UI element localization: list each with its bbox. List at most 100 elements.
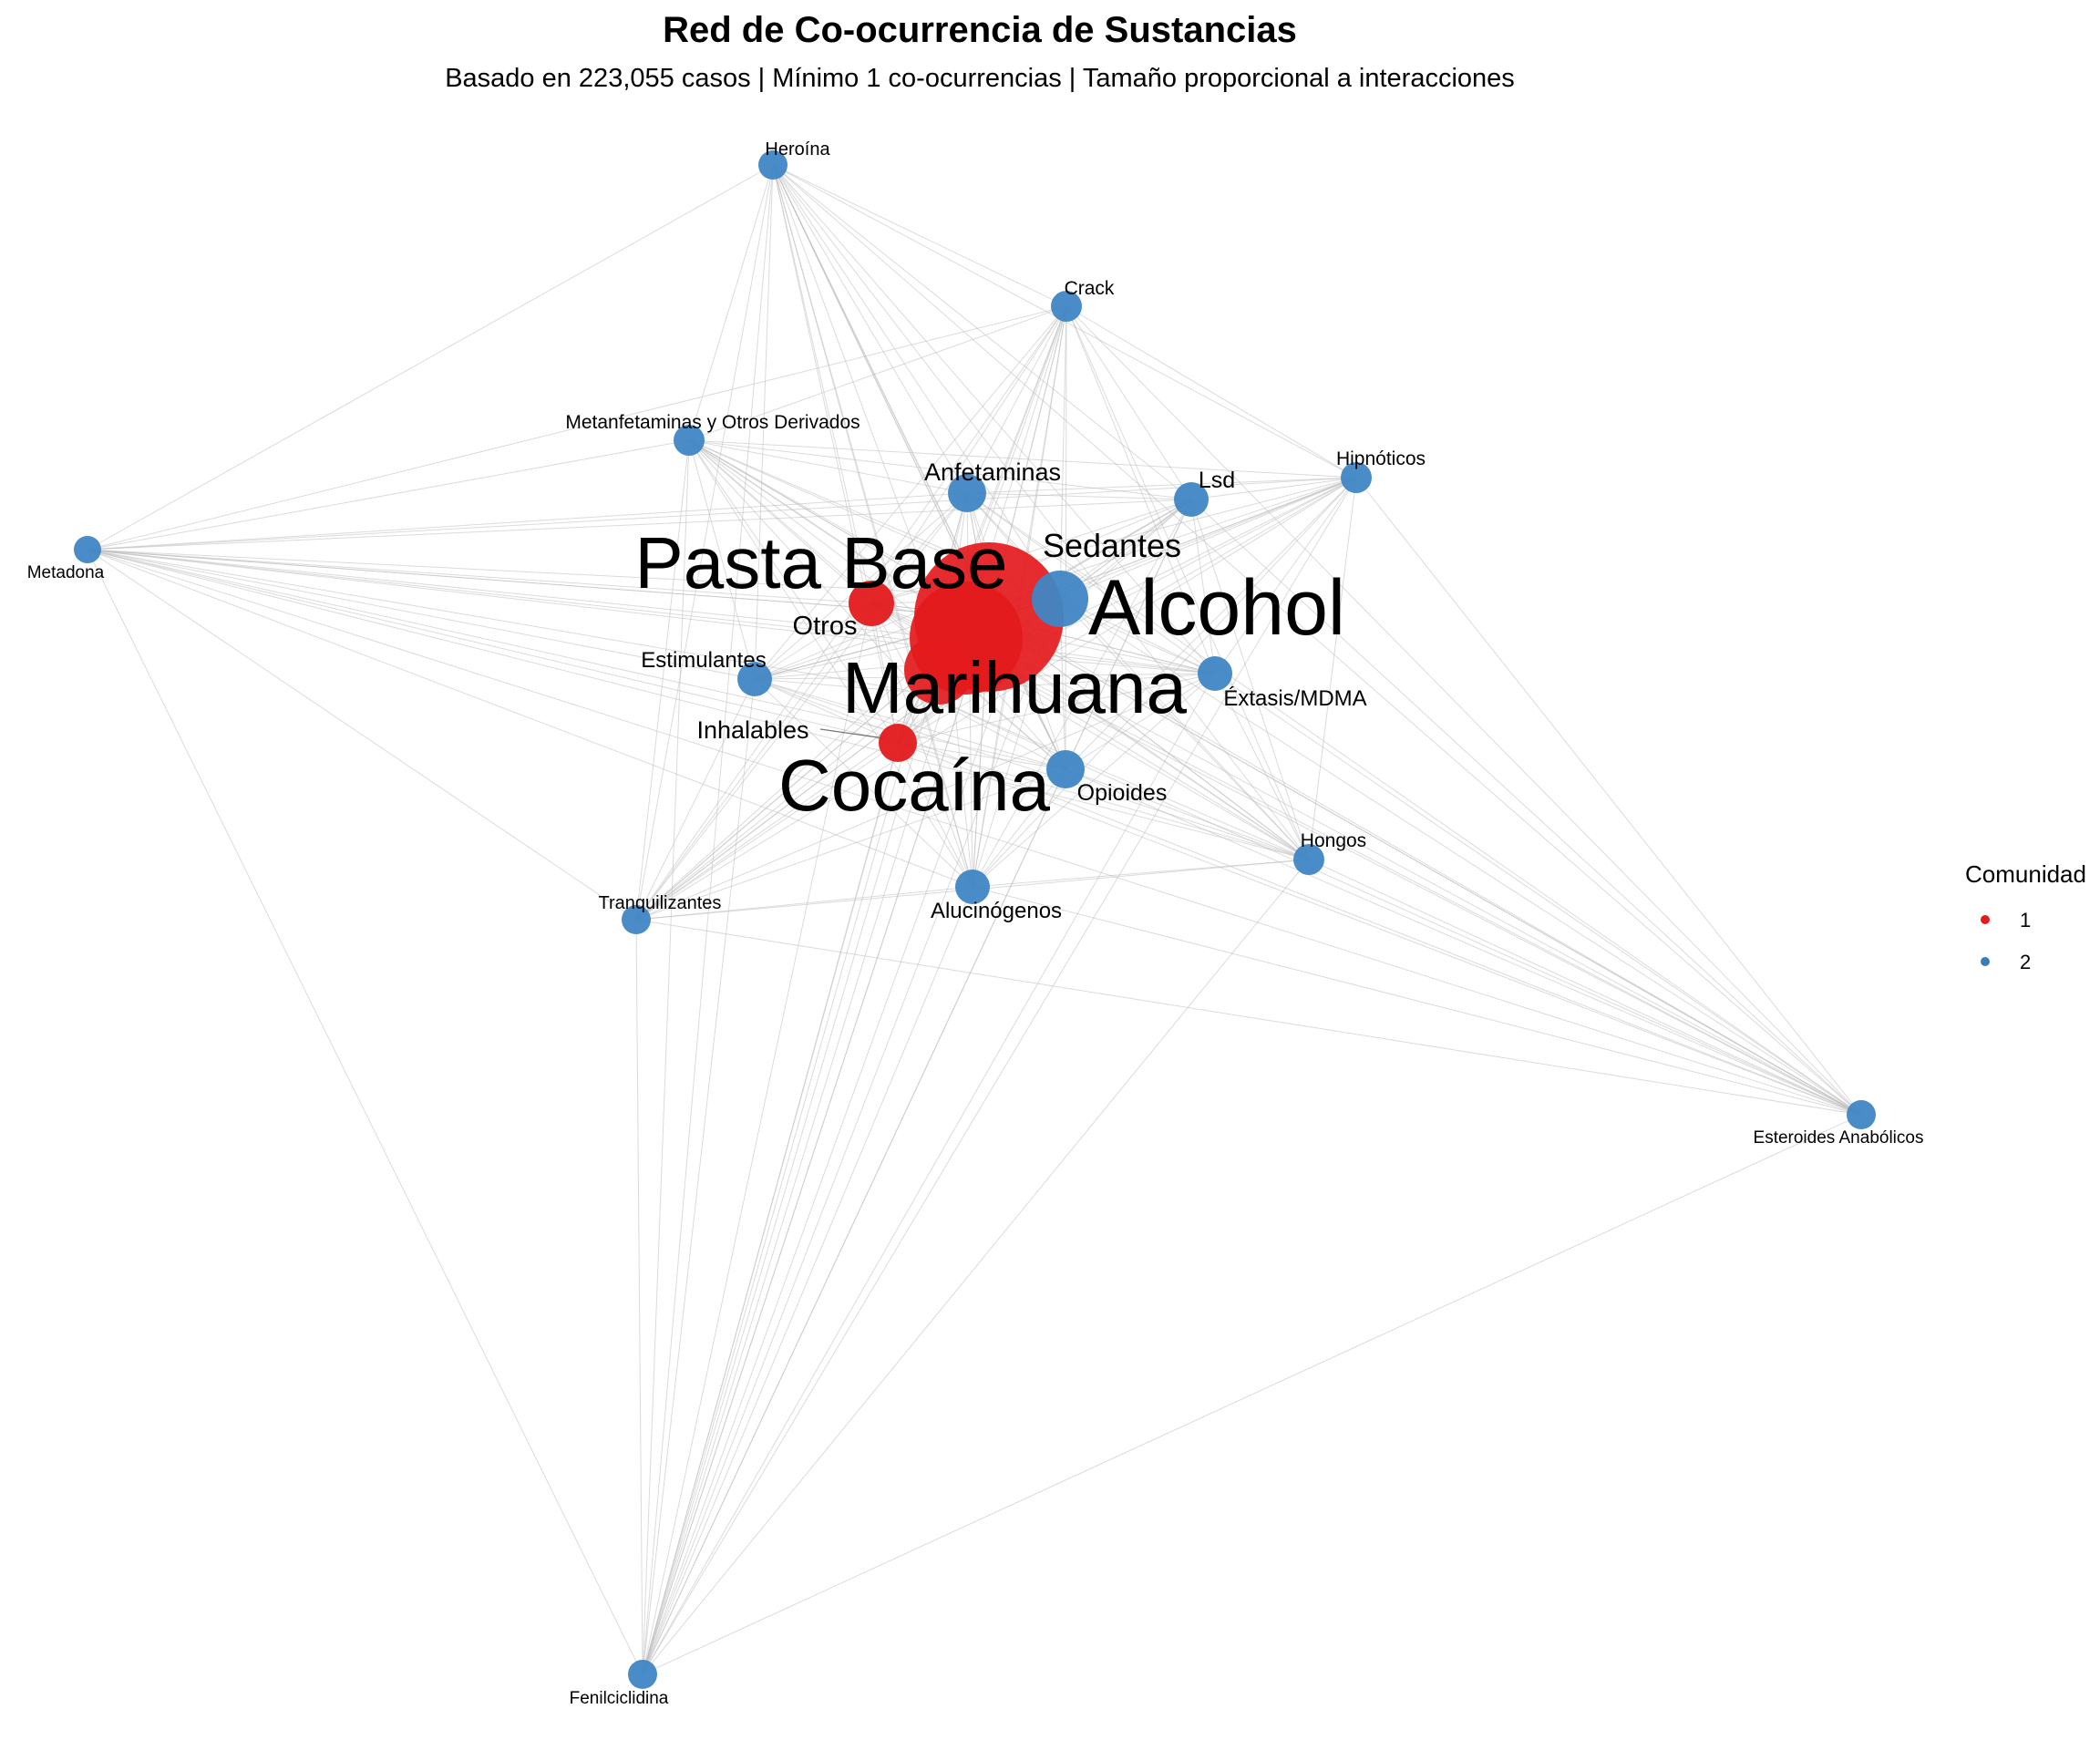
node-pastabase[interactable] [849, 581, 894, 626]
edge-metanfetaminas-inhalables [688, 439, 899, 744]
edge-fenilciclidina-hub-3 [642, 692, 921, 1675]
edge-anfetaminas-metadona [87, 492, 968, 551]
node-crack[interactable] [1051, 291, 1082, 322]
edge-anfetaminas-pastabase [870, 492, 968, 604]
edge-estimulantes-hub-3 [754, 678, 921, 694]
node-esteroides[interactable] [1847, 1100, 1876, 1129]
node-metanfetaminas[interactable] [674, 425, 705, 456]
edge-anfetaminas-esteroides [966, 492, 1862, 1116]
edge-heroina-metanfetaminas [688, 164, 774, 441]
node-anfetaminas[interactable] [948, 474, 986, 512]
node-label-anfetaminas: Anfetaminas [924, 458, 1061, 486]
edge-heroina-sedantes [772, 164, 1061, 600]
edge-heroina-fenilciclidina [642, 164, 774, 1675]
node-heroina[interactable] [758, 150, 788, 180]
edge-opioides-esteroides [1065, 768, 1862, 1116]
edge-metadona-hub-2 [87, 549, 1013, 657]
edge-metadona-hongos [87, 549, 1310, 860]
edge-alucinogenos-hub-3 [920, 692, 973, 888]
edge-metanfetaminas-hub-1 [688, 439, 949, 639]
edge-lsd-hongos [1190, 499, 1310, 860]
node-red-cluster-2[interactable] [904, 635, 973, 705]
edge-anfetaminas-extasis [966, 492, 1216, 674]
edge-estimulantes-inhalables [754, 678, 899, 744]
edge-hipnoticos-hub-2 [1011, 477, 1357, 657]
node-sedantes[interactable] [1032, 571, 1088, 627]
node-estimulantes[interactable] [737, 662, 772, 696]
edge-tranquilizantes-hub-1 [635, 637, 949, 921]
edge-hipnoticos-inhalables [897, 477, 1357, 744]
node-label-hipnoticos: Hipnóticos [1336, 448, 1426, 469]
edge-hongos-fenilciclidina [642, 859, 1310, 1675]
node-lsd[interactable] [1174, 482, 1209, 517]
edge-sedantes-extasis [1059, 598, 1216, 674]
node-opioides[interactable] [1046, 750, 1085, 788]
edge-anfetaminas-lsd [966, 492, 1192, 500]
legend-title: Comunidad [1965, 860, 2086, 888]
node-label-fenilciclidina: Fenilciclidina [570, 1689, 669, 1708]
edge-inhalables-opioides [897, 742, 1066, 770]
node-inhalables[interactable] [879, 724, 917, 762]
node-extasis[interactable] [1198, 656, 1232, 691]
edge-crack-esteroides [1065, 305, 1862, 1116]
edge-crack-opioides [1065, 305, 1067, 770]
edge-heroina-tranquilizantes [635, 164, 774, 921]
edge-metadona-hub-3 [87, 549, 921, 694]
edge-estimulantes-esteroides [754, 678, 1862, 1116]
node-label-cocaina: Cocaína [778, 745, 1050, 826]
edge-estimulantes-tranquilizantes [635, 678, 756, 921]
edge-metadona-alucinogenos [87, 549, 973, 888]
edge-crack-hipnoticos [1065, 305, 1357, 479]
legend-swatch-2 [1981, 957, 1990, 966]
node-hongos[interactable] [1293, 844, 1324, 875]
edge-heroina-hub-1 [772, 164, 949, 639]
edge-tranquilizantes-esteroides [635, 919, 1862, 1116]
edge-heroina-pastabase [772, 164, 872, 604]
node-label-alcohol: Alcohol [1088, 564, 1345, 652]
edge-sedantes-esteroides [1059, 598, 1862, 1116]
edge-extasis-hongos [1214, 673, 1310, 860]
edge-crack-anfetaminas [966, 305, 1067, 494]
edge-metadona-pastabase [87, 549, 872, 604]
edge-heroina-estimulantes [754, 164, 774, 680]
node-alucinogenos[interactable] [955, 870, 990, 904]
node-label-lsd: Lsd [1199, 468, 1235, 493]
edge-crack-sedantes [1059, 305, 1067, 600]
edge-inhalables-esteroides [897, 742, 1862, 1116]
edge-hongos-esteroides [1308, 859, 1862, 1116]
legend: Comunidad 1 2 [1965, 860, 2086, 973]
node-label-otros: Otros [793, 612, 858, 641]
edge-crack-metadona [87, 305, 1067, 551]
edge-layer [87, 164, 1862, 1675]
edge-metanfetaminas-estimulantes [688, 439, 756, 680]
node-label-pastabase: Pasta Base [634, 522, 1007, 603]
edge-inhalables-tranquilizantes [635, 742, 899, 921]
edge-alucinogenos-fenilciclidina [642, 886, 973, 1675]
node-metadona[interactable] [74, 536, 101, 563]
edge-metadona-tranquilizantes [87, 549, 637, 921]
node-label-tranquilizantes: Tranquilizantes [599, 893, 722, 913]
edge-alucinogenos-esteroides [972, 886, 1862, 1116]
node-label-opioides: Opioides [1077, 780, 1168, 806]
edge-metanfetaminas-hub-3 [688, 439, 921, 694]
node-hipnoticos[interactable] [1341, 462, 1372, 493]
edge-metanfetaminas-hipnoticos [688, 439, 1357, 479]
edge-fenilciclidina-hub-0 [642, 616, 990, 1675]
edge-crack-lsd [1065, 305, 1192, 500]
edge-pastabase-tranquilizantes [635, 602, 872, 921]
edge-metanfetaminas-fenilciclidina [642, 439, 690, 1675]
edge-heroina-hub-0 [772, 164, 990, 618]
node-label-metanfetaminas: Metanfetaminas y Otros Derivados [565, 412, 860, 433]
edge-metadona-sedantes [87, 549, 1061, 600]
node-label-marihuana: Marihuana [842, 647, 1188, 728]
edge-inhalables-fenilciclidina [642, 742, 899, 1675]
node-label-sedantes: Sedantes [1043, 527, 1181, 564]
edge-metanfetaminas-metadona [87, 439, 690, 551]
node-fenilciclidina[interactable] [628, 1660, 657, 1689]
edge-lsd-esteroides [1190, 499, 1862, 1116]
edge-extasis-opioides [1065, 673, 1216, 770]
node-tranquilizantes[interactable] [622, 905, 651, 934]
edge-extasis-inhalables [897, 673, 1216, 744]
